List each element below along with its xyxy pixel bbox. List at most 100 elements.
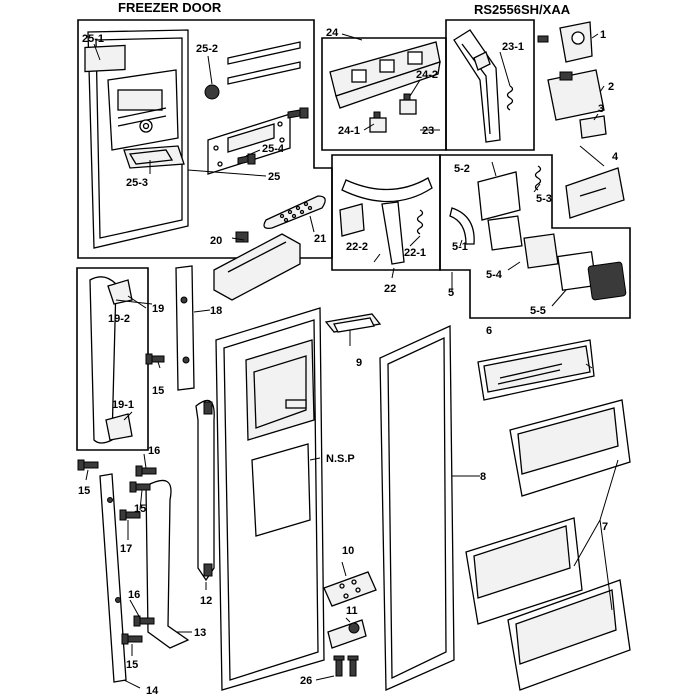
callout-15-a: 15 <box>152 385 164 397</box>
callout-24-2: 24-2 <box>416 69 438 81</box>
part-25-2-knob <box>204 84 220 100</box>
part-5-3-spring <box>534 165 542 191</box>
callout-16-b: 16 <box>128 589 140 601</box>
part-7-bin-c <box>507 579 631 691</box>
part-24-1-switch <box>369 111 387 133</box>
callout-24: 24 <box>326 27 339 39</box>
part-16-screw-b <box>133 615 155 627</box>
part-7-bin-b <box>465 517 583 625</box>
part-7-bin-a <box>509 399 631 497</box>
callout-20: 20 <box>210 235 222 247</box>
part-22-flapper-arm <box>341 177 433 265</box>
part-22-2-seal <box>339 203 365 237</box>
part-5-1-lever <box>449 207 475 245</box>
part-26-screws <box>333 655 359 677</box>
part-3-clip <box>579 115 607 139</box>
part-15-screw-d <box>121 633 143 645</box>
part-25-trim-strips <box>227 41 301 85</box>
callout-1: 1 <box>600 29 606 41</box>
part-11-hinge-bushing <box>327 619 367 649</box>
callout-16-a: 16 <box>148 445 160 457</box>
part-15-screw-a <box>145 353 165 365</box>
callout-5-1: 5-1 <box>452 241 468 253</box>
callout-18: 18 <box>210 305 222 317</box>
part-5-2-frame <box>477 171 521 221</box>
part-13-trim <box>145 479 190 649</box>
part-5-4-pads <box>487 215 559 269</box>
callout-9: 9 <box>356 357 362 369</box>
part-23-lever <box>453 29 501 143</box>
callout-12: 12 <box>200 595 212 607</box>
group-box-19 <box>76 267 149 451</box>
part-4-cover <box>565 167 625 219</box>
callout-13: 13 <box>194 627 206 639</box>
group-box-23 <box>445 19 535 151</box>
part-14-trim <box>99 473 127 683</box>
callout-5-4: 5-4 <box>486 269 503 281</box>
part-6-bin <box>477 339 595 401</box>
callout-8: 8 <box>480 471 486 483</box>
callout-25-1: 25-1 <box>82 33 104 45</box>
part-25-1-label-sheet <box>84 44 126 73</box>
callout-25-3: 25-3 <box>126 177 148 189</box>
callout-25-2: 25-2 <box>196 43 218 55</box>
part-24-switch-bracket <box>329 41 441 109</box>
part-22-1-spring <box>416 209 424 235</box>
part-18-strip <box>175 265 195 391</box>
callout-15-d: 15 <box>126 659 138 671</box>
part-8-gasket <box>379 324 455 691</box>
callout-14: 14 <box>146 685 159 697</box>
callout-26: 26 <box>300 675 312 687</box>
callout-4: 4 <box>612 151 619 163</box>
callout-23-1: 23-1 <box>502 41 524 53</box>
callout-11: 11 <box>346 605 358 617</box>
part-15-screw-b <box>77 459 99 471</box>
callout-19-2: 19-2 <box>108 313 130 325</box>
part-15-screw-c <box>129 481 151 493</box>
leader-lines <box>85 33 619 689</box>
callout-3: 3 <box>598 103 604 115</box>
callout-23: 23 <box>422 125 434 137</box>
callout-22-2: 22-2 <box>346 241 368 253</box>
part-24-2-switch <box>399 93 417 115</box>
part-19-1-cap <box>105 413 133 441</box>
callout-5-5: 5-5 <box>530 305 546 317</box>
callout-5-3: 5-3 <box>536 193 552 205</box>
callout-15-c: 15 <box>134 503 146 515</box>
callout-25: 25 <box>268 171 280 183</box>
callout-19: 19 <box>152 303 164 315</box>
callout-10: 10 <box>342 545 354 557</box>
part-2-motor <box>547 69 605 121</box>
callout-19-1: 19-1 <box>112 399 134 411</box>
callout-7: 7 <box>602 521 608 533</box>
callout-2: 2 <box>608 81 614 93</box>
part-10-hinge-plate <box>323 571 377 607</box>
callout-21: 21 <box>314 233 326 245</box>
part-9-cap <box>324 313 382 333</box>
callout-5-2: 5-2 <box>454 163 470 175</box>
callout-6: 6 <box>486 325 492 337</box>
part-16-screw-a <box>135 465 157 477</box>
part-21-drip-grille <box>263 195 326 229</box>
part-17-screw <box>119 509 141 521</box>
part-25-screws <box>237 107 309 165</box>
callout-22-1: 22-1 <box>404 247 426 259</box>
part-1-hinge-bracket <box>537 21 593 63</box>
callout-24-1: 24-1 <box>338 125 360 137</box>
callout-22: 22 <box>384 283 396 295</box>
part-20-chute <box>213 231 301 301</box>
door-body-nsp <box>215 307 325 691</box>
group-box-5 <box>439 154 631 319</box>
part-5-5-gasket <box>557 251 627 301</box>
part-23-1-spring <box>506 85 514 111</box>
callout-5: 5 <box>448 287 454 299</box>
part-25-4-cover-plate <box>207 113 291 175</box>
part-19-2-cap <box>107 279 133 305</box>
part-25-dispenser-panel <box>87 29 189 249</box>
callout-25-4: 25-4 <box>262 143 285 155</box>
callout-17: 17 <box>120 543 132 555</box>
part-12-handle <box>195 399 215 582</box>
callout-15-b: 15 <box>78 485 90 497</box>
